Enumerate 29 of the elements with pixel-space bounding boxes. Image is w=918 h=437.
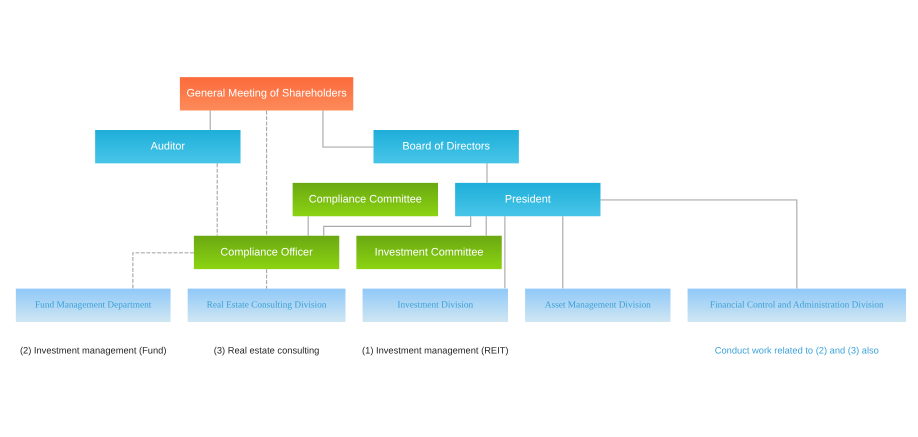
node-label: Conduct work related to (2) and (3) also <box>714 345 879 356</box>
connector <box>210 110 211 130</box>
node-label: (3) Real estate consulting <box>214 345 320 356</box>
node-box: Investment Committee <box>356 235 502 269</box>
node-box: Compliance Committee <box>292 182 438 216</box>
node-box: Financial Control and Administration Division <box>688 288 906 322</box>
node-box: President <box>455 182 600 216</box>
connector <box>308 216 309 236</box>
node-box: Compliance Officer <box>194 235 340 269</box>
node-box: Fund Management Department <box>16 288 171 322</box>
connector <box>266 268 268 288</box>
node-box: Real Estate Consulting Division <box>188 288 346 322</box>
connector <box>600 198 798 288</box>
connector <box>216 162 218 235</box>
node-box: Asset Management Division <box>525 288 670 322</box>
node-box: Board of Directors <box>373 129 519 163</box>
connector <box>504 216 506 288</box>
connector <box>266 110 268 236</box>
node-label: (1) Investment management (REIT) <box>362 345 509 356</box>
connector <box>486 216 487 236</box>
node-box: Auditor <box>95 129 241 163</box>
connector <box>562 216 564 288</box>
node-box: Investment Division <box>362 288 508 322</box>
connector <box>132 252 194 288</box>
node-label: (2) Investment management (Fund) <box>20 345 166 356</box>
connector <box>322 110 374 148</box>
connector <box>486 162 488 182</box>
connector <box>323 216 472 235</box>
node-box: General Meeting of Shareholders <box>180 76 354 110</box>
